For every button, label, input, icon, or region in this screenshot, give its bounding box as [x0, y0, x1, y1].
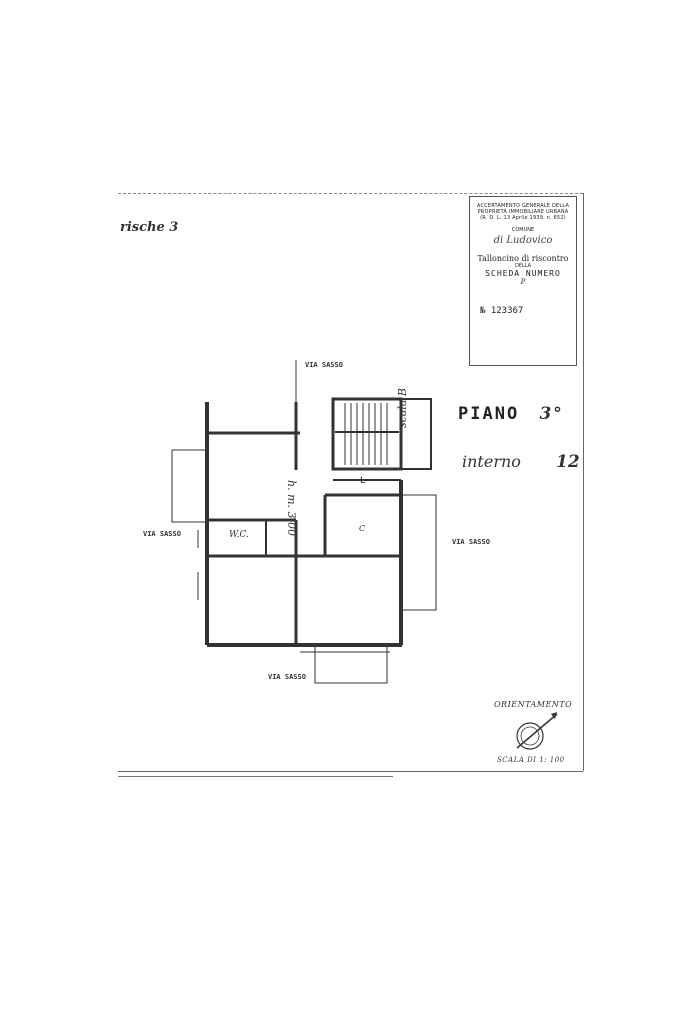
piano-value: 3° [539, 404, 564, 424]
stamp-line-3: (R. D. L. 13 Aprile 1939, n. 652) [480, 215, 566, 221]
stamp-line-1: ACCERTAMENTO GENERALE DELLA [476, 203, 570, 209]
sheet-border-right [583, 193, 584, 771]
room-c-label: C [359, 524, 366, 533]
piano-label: PIANO [458, 404, 520, 424]
room-l-label: L [360, 476, 366, 486]
boundary-bottom-label: VIA SASSO [268, 673, 306, 681]
stamp-della: DELLA [514, 263, 532, 269]
stamp-talloncino: Talloncino di riscontro [477, 254, 569, 263]
sheet-border-bottom [118, 771, 583, 772]
stamp-number: № 123367 [480, 306, 524, 316]
room-wc-label: W.C. [229, 530, 249, 540]
floor-piano: PIANO 3° [458, 404, 564, 424]
stamp-comune-label: COMUNE [511, 227, 535, 233]
sheet-label: rische 3 [120, 220, 179, 235]
boundary-top-label: VIA SASSO [305, 361, 343, 369]
scale-note: SCALA DI 1: 100 [497, 756, 565, 764]
compass-icon [516, 712, 558, 750]
interno-value: 12 [556, 452, 580, 472]
orientation-title: ORIENTAMENTO [494, 700, 573, 709]
sheet-border-bottom-secondary [118, 776, 393, 777]
stamp-scheda-letter: P [520, 278, 526, 286]
stair-label: scala B [396, 387, 409, 428]
stamp-line-2: PROPRIETÀ IMMOBILIARE URBANA [477, 209, 569, 215]
interno-label: interno [462, 452, 521, 471]
boundary-left-label: VIA SASSO [143, 530, 181, 538]
height-note: h. m. 3.00 [285, 480, 298, 536]
stamp-comune-value: di Ludovico [493, 235, 553, 246]
sheet-border-top [118, 193, 583, 194]
floor-interno: interno 12 [462, 452, 580, 472]
stamp-scheda: SCHEDA NUMERO [485, 269, 561, 278]
boundary-right-label: VIA SASSO [452, 538, 490, 546]
registry-stamp: ACCERTAMENTO GENERALE DELLA PROPRIETÀ IM… [469, 196, 577, 366]
